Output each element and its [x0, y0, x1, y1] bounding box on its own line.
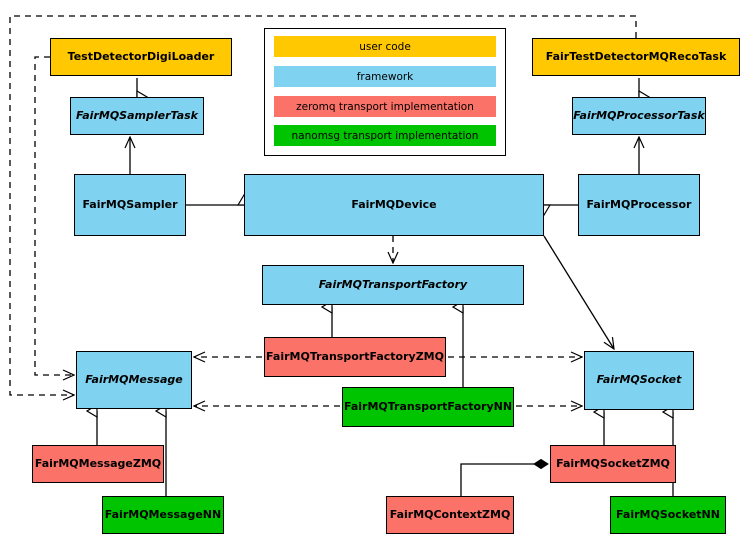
class-label: FairMQMessage [85, 372, 183, 386]
class-label: FairMQProcessorTask [573, 108, 705, 122]
class-box-fairmqtransportfactory[interactable]: FairMQTransportFactory [262, 265, 524, 305]
class-label: FairMQSampler [82, 197, 178, 211]
legend-item-framework: framework [274, 66, 496, 87]
class-box-fairmqtransportfactoryzmq[interactable]: FairMQTransportFactoryZMQ [264, 337, 446, 377]
class-box-fairmqprocessor[interactable]: FairMQProcessor [578, 174, 700, 236]
class-box-fairtestdetectormqrecotask[interactable]: FairTestDetectorMQRecoTask [532, 38, 740, 76]
legend-label: user code [359, 40, 411, 53]
edge-digiloader-to-message [34, 56, 74, 375]
legend-item-nanomsg: nanomsg transport implementation [274, 125, 496, 146]
class-label: FairMQMessageZMQ [34, 456, 162, 470]
class-label: FairMQDevice [351, 197, 437, 211]
legend-label: zeromq transport implementation [296, 100, 474, 113]
class-box-fairmqdevice[interactable]: FairMQDevice [244, 174, 544, 236]
legend-item-zeromq: zeromq transport implementation [274, 96, 496, 117]
class-box-fairmqmessagezmq[interactable]: FairMQMessageZMQ [32, 445, 164, 483]
class-label: FairMQSocketZMQ [556, 456, 670, 470]
class-label: FairMQMessageNN [104, 507, 222, 521]
class-label: FairMQProcessor [586, 197, 692, 211]
class-label: FairMQSamplerTask [76, 108, 198, 122]
legend-item-user-code: user code [274, 36, 496, 57]
class-box-fairmqmessagenn[interactable]: FairMQMessageNN [102, 496, 224, 534]
class-label: TestDetectorDigiLoader [67, 49, 215, 63]
class-label: FairMQTransportFactory [318, 277, 468, 291]
class-box-testdetectordigiloader[interactable]: TestDetectorDigiLoader [50, 38, 232, 76]
class-box-fairmqsamplertask[interactable]: FairMQSamplerTask [70, 97, 204, 135]
class-label: FairMQSocketNN [616, 507, 720, 521]
class-label: FairMQContextZMQ [389, 507, 511, 521]
class-label: FairMQTransportFactoryNN [343, 399, 513, 413]
class-label: FairTestDetectorMQRecoTask [545, 49, 727, 63]
legend-label: nanomsg transport implementation [291, 129, 479, 142]
class-label: FairMQSocket [596, 373, 682, 387]
class-box-fairmqtransportfactorynn[interactable]: FairMQTransportFactoryNN [342, 387, 514, 427]
class-box-fairmqsocketzmq[interactable]: FairMQSocketZMQ [550, 445, 676, 483]
class-box-fairmqmessage[interactable]: FairMQMessage [76, 351, 192, 409]
edge-socketzmq-composition-contextzmq [460, 458, 549, 496]
edge-recotask-to-message [9, 15, 637, 395]
class-box-fairmqcontextzmq[interactable]: FairMQContextZMQ [386, 496, 514, 534]
class-box-fairmqprocessortask[interactable]: FairMQProcessorTask [572, 97, 706, 135]
class-label: FairMQTransportFactoryZMQ [266, 349, 444, 363]
edge-device-to-socket [543, 235, 614, 349]
class-box-fairmqsocketnn[interactable]: FairMQSocketNN [610, 496, 726, 534]
class-box-fairmqsocket[interactable]: FairMQSocket [584, 351, 694, 410]
legend-label: framework [356, 70, 414, 83]
class-box-fairmqsampler[interactable]: FairMQSampler [74, 174, 186, 236]
